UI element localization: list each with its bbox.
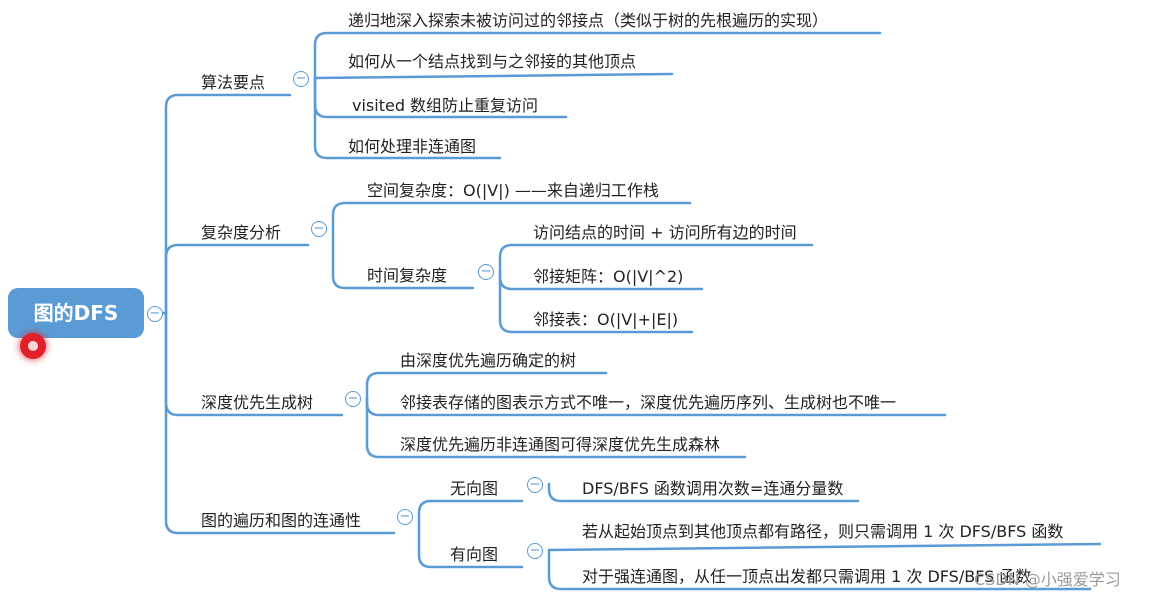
connector-b1-sub-leaf-2 xyxy=(498,269,694,334)
connector-b2-leaf-2 xyxy=(365,396,747,459)
branch-algorithm-points[interactable]: 算法要点 xyxy=(201,73,266,92)
collapse-toggle-undirected[interactable]: − xyxy=(527,477,543,493)
connector-b3-directed-leaf-0 xyxy=(547,542,1102,552)
collapse-toggle-algorithm-points[interactable]: − xyxy=(293,71,309,87)
connector-b3-directed-leaf-1 xyxy=(547,548,1092,591)
leaf-non-connected[interactable]: 如何处理非连通图 xyxy=(348,137,477,156)
leaf-adjacency-matrix[interactable]: 邻接矩阵：O(|V|^2) xyxy=(533,267,684,286)
leaf-space-complexity[interactable]: 空间复杂度：O(|V|) ——来自递归工作栈 xyxy=(367,181,659,200)
leaf-recursive-explore[interactable]: 递归地深入探索未被访问过的邻接点（类似于树的先根遍历的实现） xyxy=(348,11,829,30)
record-indicator-icon xyxy=(20,333,46,359)
leaf-spanning-forest[interactable]: 深度优先遍历非连通图可得深度优先生成森林 xyxy=(400,435,721,454)
connector-b1-sub-leaf-0 xyxy=(498,243,814,273)
collapse-toggle-spanning-tree[interactable]: − xyxy=(345,391,361,407)
branch-traversal-connectivity[interactable]: 图的遍历和图的连通性 xyxy=(201,511,362,530)
root-node[interactable]: 图的DFS xyxy=(8,288,144,338)
collapse-toggle-complexity[interactable]: − xyxy=(311,221,327,237)
connector-root-branch-1 xyxy=(164,243,310,315)
leaf-adjacency-list[interactable]: 邻接表：O(|V|+|E|) xyxy=(533,310,679,329)
collapse-toggle-directed[interactable]: − xyxy=(527,543,543,559)
branch-dfs-spanning-tree[interactable]: 深度优先生成树 xyxy=(201,393,314,412)
watermark: CSDN @小强爱学习 xyxy=(974,570,1121,589)
connector-b3-undirected-leaf-0 xyxy=(547,482,860,503)
leaf-find-adjacent[interactable]: 如何从一个结点找到与之邻接的其他顶点 xyxy=(348,52,637,71)
connector-b2-leaf-0 xyxy=(365,371,608,400)
connector-b3-sub-0 xyxy=(417,499,524,518)
connector-b0-leaf-3 xyxy=(313,76,502,160)
connector-root-branch-0 xyxy=(164,93,292,315)
connector-b0-leaf-1 xyxy=(313,72,674,80)
leaf-undirected-calls[interactable]: DFS/BFS 函数调用次数=连通分量数 xyxy=(582,479,844,498)
collapse-toggle-root[interactable]: − xyxy=(147,306,163,322)
leaf-tree-determined[interactable]: 由深度优先遍历确定的树 xyxy=(400,351,577,370)
connector-root-branch-3 xyxy=(164,311,396,535)
connector-b0-leaf-0 xyxy=(313,31,882,80)
leaf-visited-array[interactable]: visited 数组防止重复访问 xyxy=(352,96,539,115)
connector-b1-leaf-0 xyxy=(331,201,692,230)
connector-b1-sub-1 xyxy=(331,226,475,290)
leaf-not-unique[interactable]: 邻接表存储的图表示方式不唯一，深度优先遍历序列、生成树也不唯一 xyxy=(400,393,897,412)
collapse-toggle-connectivity[interactable]: − xyxy=(397,509,413,525)
leaf-visit-time[interactable]: 访问结点的时间 + 访问所有边的时间 xyxy=(533,223,797,242)
subbranch-time-complexity[interactable]: 时间复杂度 xyxy=(367,266,448,285)
subbranch-undirected[interactable]: 无向图 xyxy=(450,479,499,498)
leaf-directed-path[interactable]: 若从起始顶点到其他顶点都有路径，则只需调用 1 次 DFS/BFS 函数 xyxy=(582,522,1064,541)
connector-b3-sub-1 xyxy=(417,514,524,569)
collapse-toggle-time-complexity[interactable]: − xyxy=(478,264,494,280)
subbranch-directed[interactable]: 有向图 xyxy=(450,545,499,564)
leaf-strongly-connected[interactable]: 对于强连通图，从任一顶点出发都只需调用 1 次 DFS/BFS 函数 xyxy=(582,567,1032,586)
branch-complexity[interactable]: 复杂度分析 xyxy=(201,223,282,242)
